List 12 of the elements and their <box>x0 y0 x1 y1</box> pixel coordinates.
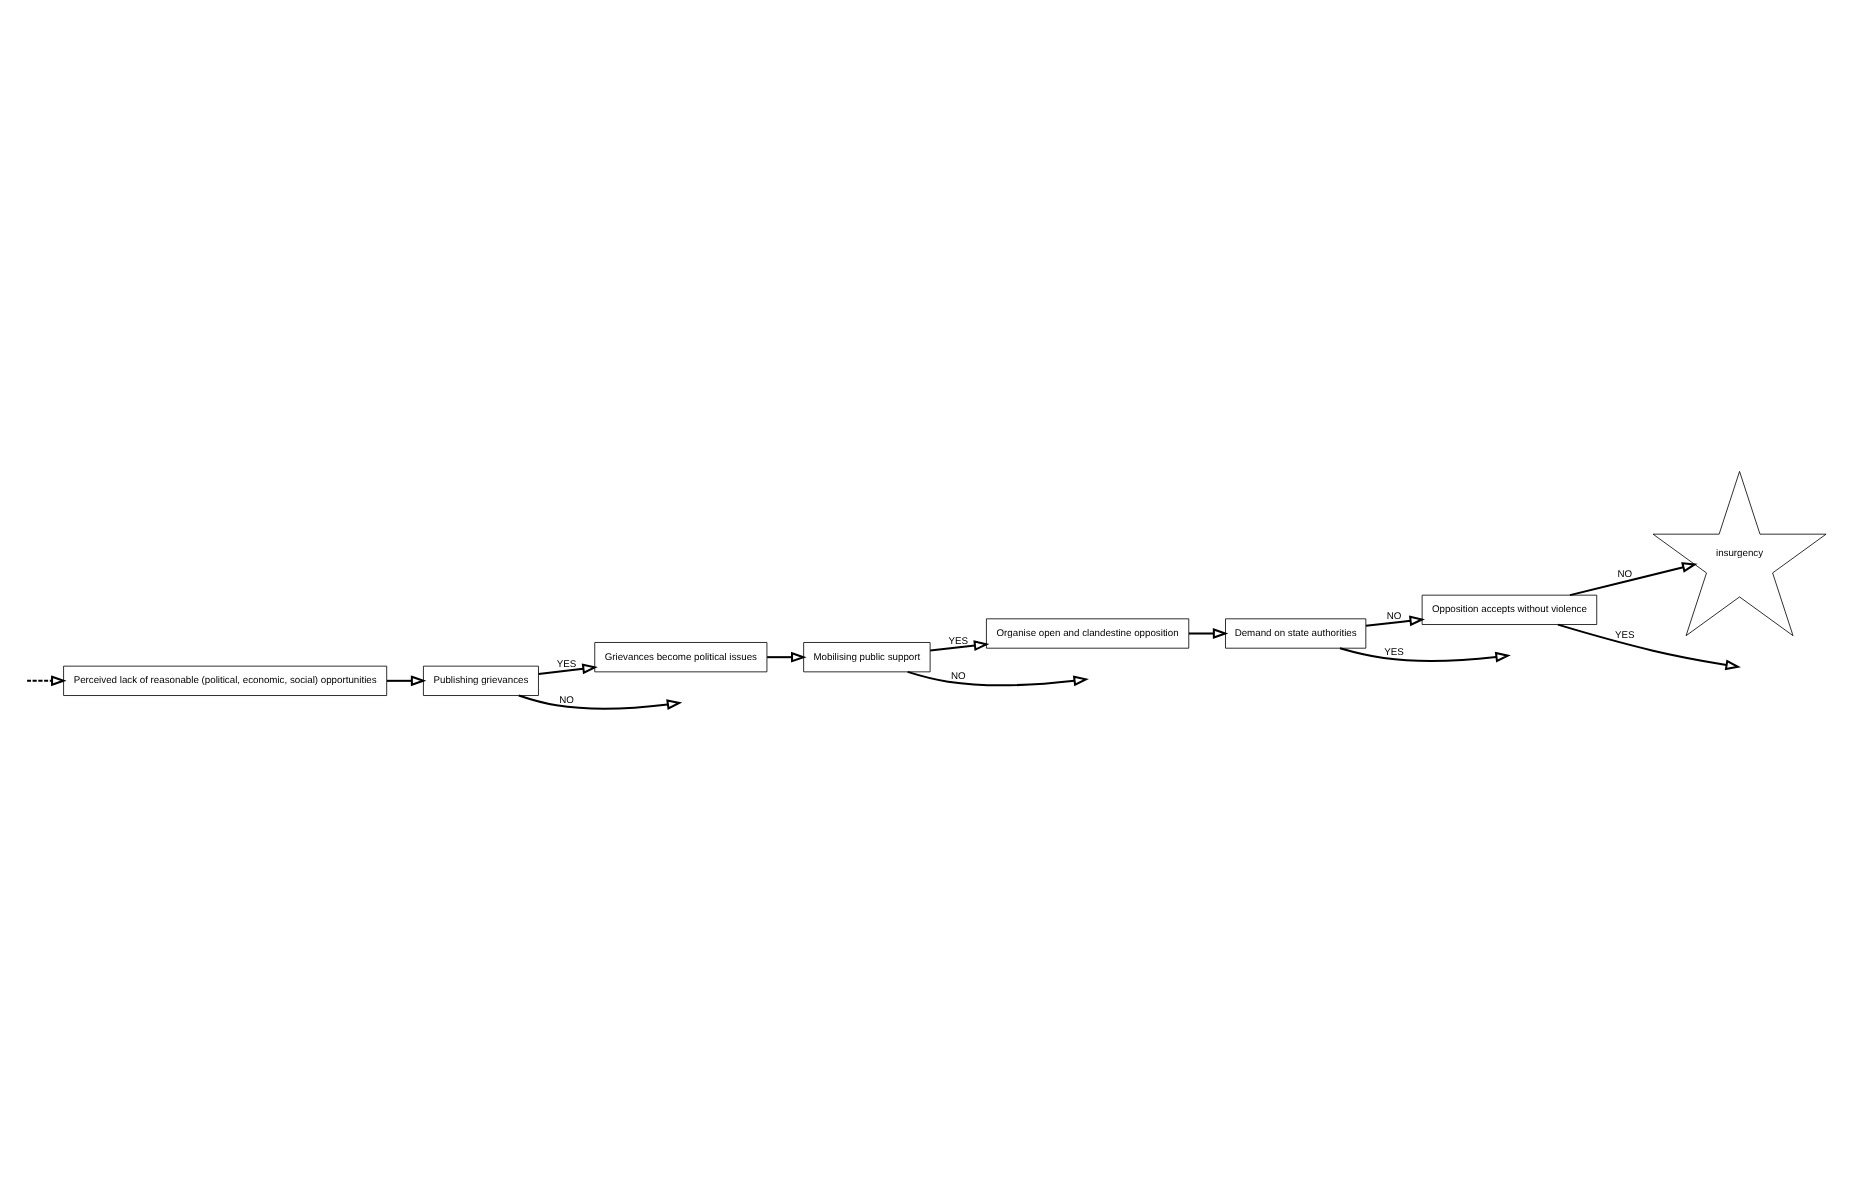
arrow <box>930 639 990 651</box>
arrow <box>27 674 67 686</box>
arrow <box>1365 614 1425 626</box>
arrow <box>907 669 1089 686</box>
arrow <box>518 693 683 710</box>
arrow <box>767 650 807 662</box>
arrow <box>1569 561 1698 596</box>
arrow <box>1557 622 1741 670</box>
arrow <box>386 674 427 686</box>
arrow <box>1339 646 1511 662</box>
arrow <box>1188 627 1229 638</box>
arrow <box>538 662 598 675</box>
